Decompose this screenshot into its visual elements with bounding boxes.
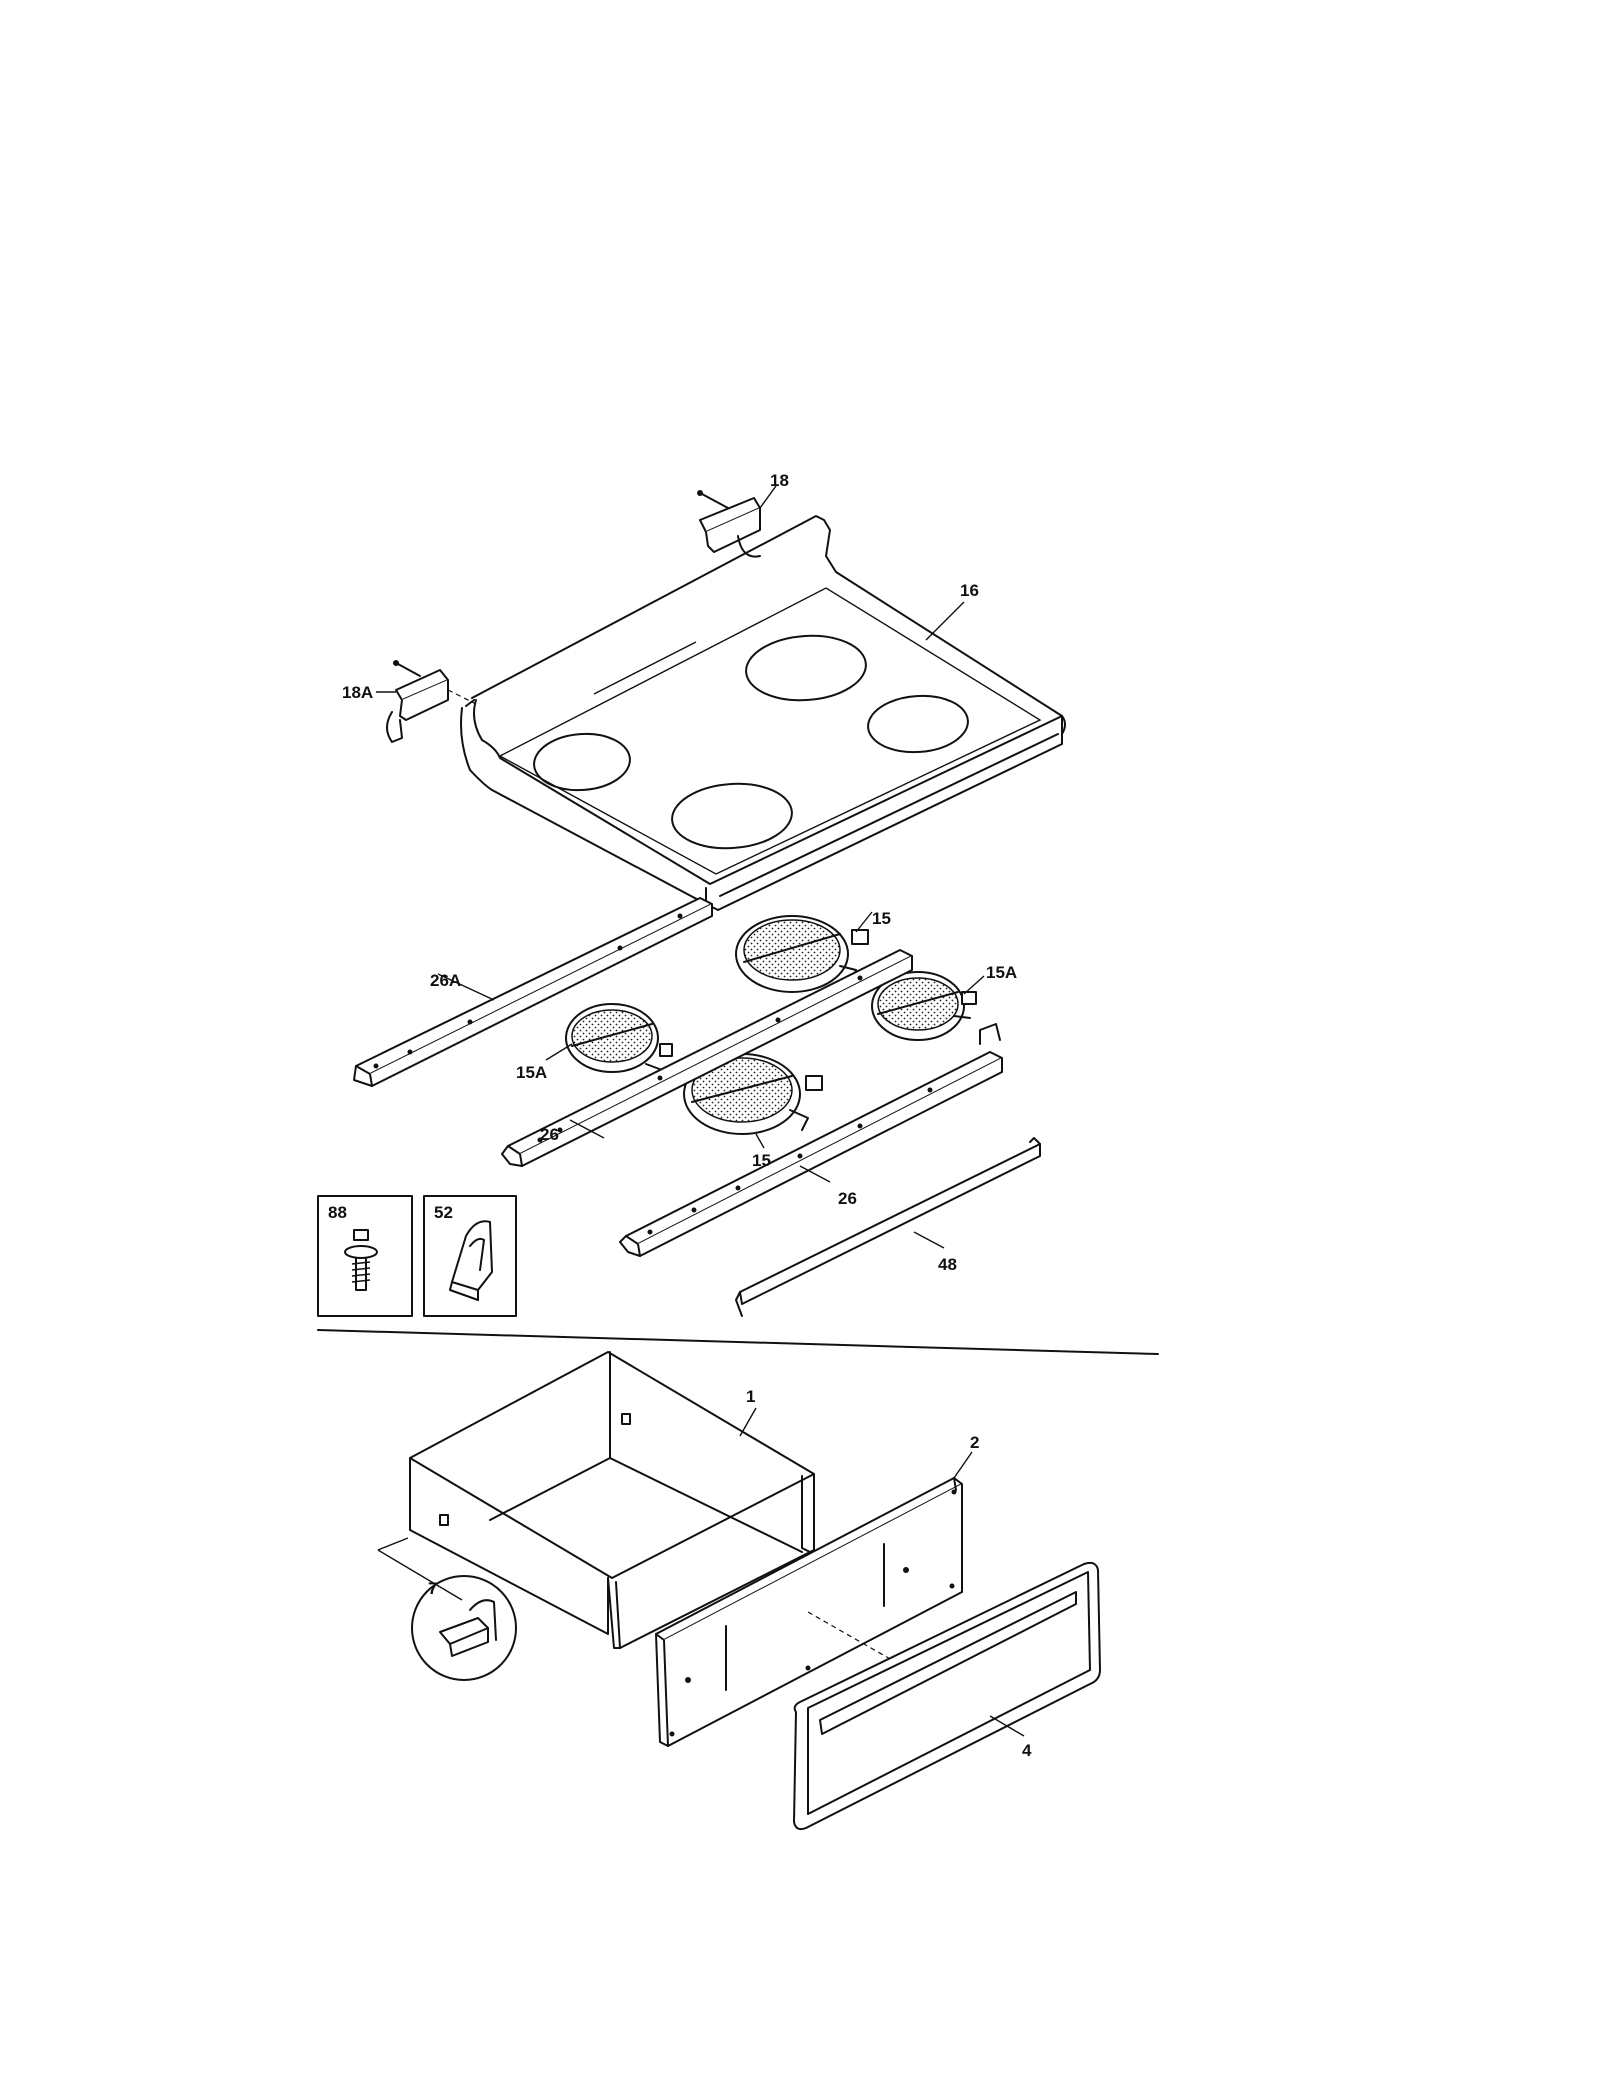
callout-15-top: 15 [872,909,891,928]
callout-16: 16 [960,581,979,600]
cooktop-glass-top [460,515,1066,911]
section-divider [317,1329,1159,1355]
callout-52: 52 [434,1203,453,1222]
callout-48: 48 [938,1255,957,1274]
drawer-panel-2 [655,1451,973,1747]
callout-18: 18 [770,471,789,490]
inset-88 [317,1195,413,1317]
bracket-18a [376,660,477,743]
bracket-18 [697,485,777,558]
callout-15a-left: 15A [516,1063,547,1082]
callout-88: 88 [328,1203,347,1222]
rail-26-left [501,949,913,1167]
element-15a-right [871,971,985,1041]
inset-52 [423,1195,517,1317]
callout-2: 2 [970,1433,979,1452]
callout-7: 7 [428,1579,437,1598]
element-15a-left [545,1003,673,1073]
callout-4: 4 [1022,1741,1032,1760]
callout-26-right: 26 [838,1189,857,1208]
callout-15a-right: 15A [986,963,1017,982]
element-15-top [735,911,873,993]
callout-labels: 18 18A 16 15 15A 26A 15A 26 15 26 48 88 … [328,471,1032,1760]
rail-26a [353,897,713,1087]
rail-26-right [619,1023,1003,1257]
drawer-front-4 [793,1561,1101,1831]
drawer-body [377,1351,815,1649]
callout-26-left: 26 [540,1125,559,1144]
rail-48 [735,1137,1041,1317]
callout-26a: 26A [430,971,461,990]
drawer-glide-7 [411,1575,517,1681]
callout-15-bottom: 15 [752,1151,771,1170]
callout-1: 1 [746,1387,755,1406]
callout-18a: 18A [342,683,373,702]
element-15-bottom [683,1053,823,1149]
